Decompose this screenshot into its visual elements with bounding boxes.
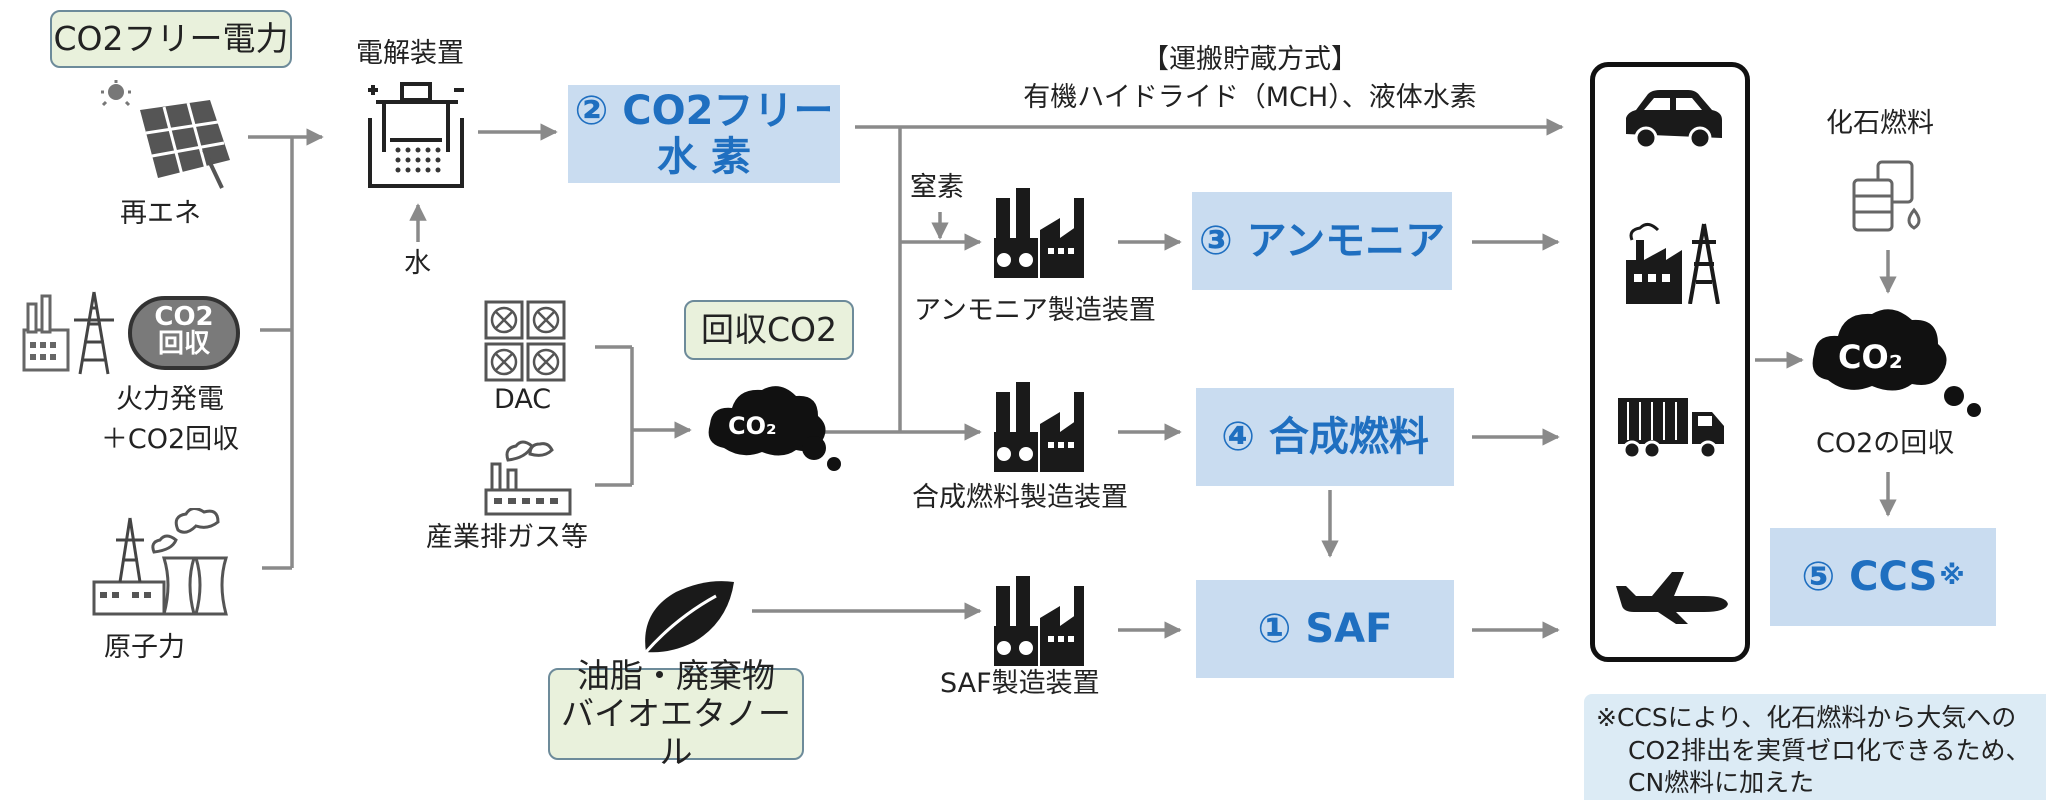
car-icon bbox=[1626, 90, 1722, 150]
thermal-power-label: 火力発電 bbox=[116, 384, 224, 415]
dac-label: DAC bbox=[494, 384, 552, 415]
nuclear-plant-icon bbox=[92, 508, 229, 616]
nuclear-label: 原子力 bbox=[104, 632, 185, 663]
oil-barrel-icon bbox=[1852, 160, 1921, 232]
saf-plant-icon bbox=[994, 576, 1084, 666]
saf-plant-label: SAF製造装置 bbox=[940, 668, 1100, 699]
end-use-group bbox=[1590, 62, 1750, 662]
ccs-title: ⑤ CCS bbox=[1801, 554, 1938, 600]
synthetic-fuel-box: ④ 合成燃料 bbox=[1196, 388, 1454, 486]
factory-power-icon bbox=[1626, 223, 1720, 304]
truck-icon bbox=[1618, 398, 1724, 460]
co2-cloud-text: CO₂ bbox=[728, 412, 777, 440]
ccs-footnote: ※CCSにより、化石燃料から大気への CO2排出を実質ゼロ化できるため、 CN燃… bbox=[1584, 694, 2046, 800]
ccs-note-line1: ※CCSにより、化石燃料から大気への bbox=[1596, 703, 2017, 732]
hydrogen-number: ② bbox=[574, 88, 609, 134]
hydrogen-title: CO2フリー bbox=[622, 88, 834, 134]
synfuel-plant-label: 合成燃料製造装置 bbox=[912, 482, 1128, 513]
biomass-line2: バイオエタノール bbox=[560, 694, 791, 771]
leaf-icon bbox=[644, 581, 734, 653]
synfuel-plant-icon bbox=[994, 382, 1084, 472]
airplane-icon bbox=[1616, 572, 1728, 624]
ccs-note-line3: CN燃料に加えた bbox=[1628, 768, 1815, 797]
renewable-label: 再エネ bbox=[120, 198, 201, 229]
co2-cloud-icon: CO₂ bbox=[708, 386, 841, 471]
ccs-box: ⑤ CCS※ bbox=[1770, 528, 1996, 626]
ammonia-plant-icon bbox=[994, 188, 1084, 278]
biomass-line1: 油脂・廃棄物 bbox=[577, 656, 775, 696]
transport-method-detail: 有機ハイドライド（MCH）、液体水素 bbox=[1023, 82, 1477, 113]
nitrogen-label: 窒素 bbox=[910, 172, 964, 203]
co2-capture-badge: CO2 回収 bbox=[128, 296, 240, 370]
co2-recovery-cloud-icon: CO₂ bbox=[1812, 309, 1981, 417]
thermal-power-co2-label: ＋CO2回収 bbox=[100, 424, 240, 455]
ccs-note-line2: CO2排出を実質ゼロ化できるため、 bbox=[1628, 735, 2031, 765]
co2-recovery-label: CO2の回収 bbox=[1816, 428, 1955, 459]
water-label: 水 bbox=[404, 248, 431, 279]
saf-box: ① SAF bbox=[1196, 580, 1454, 678]
co2-free-power-label: CO2フリー電力 bbox=[50, 10, 292, 68]
electrolyzer-label: 電解装置 bbox=[356, 38, 464, 69]
solar-panel-icon bbox=[101, 80, 230, 189]
ccs-footnote-mark: ※ bbox=[1939, 561, 1965, 592]
industrial-exhaust-label: 産業排ガス等 bbox=[426, 522, 588, 553]
thermal-plant-icon bbox=[22, 291, 114, 375]
hydrogen-subtitle: 水 素 bbox=[657, 134, 751, 180]
co2-free-hydrogen-box: ② CO2フリー 水 素 bbox=[568, 85, 840, 183]
fossil-fuel-label: 化石燃料 bbox=[1826, 108, 1934, 139]
transport-method-title: 【運搬貯蔵方式】 bbox=[1142, 44, 1358, 75]
biomass-feedstock-box: 油脂・廃棄物 バイオエタノール bbox=[548, 657, 804, 770]
co2-recovery-cloud-text: CO₂ bbox=[1838, 338, 1903, 376]
dac-fan-icon bbox=[484, 300, 566, 382]
industrial-exhaust-icon bbox=[484, 440, 572, 516]
ammonia-plant-label: アンモニア製造装置 bbox=[914, 295, 1156, 326]
captured-co2-label: 回収CO2 bbox=[684, 300, 854, 360]
ammonia-box: ③ アンモニア bbox=[1192, 192, 1452, 290]
electrolyzer-icon bbox=[368, 82, 464, 188]
